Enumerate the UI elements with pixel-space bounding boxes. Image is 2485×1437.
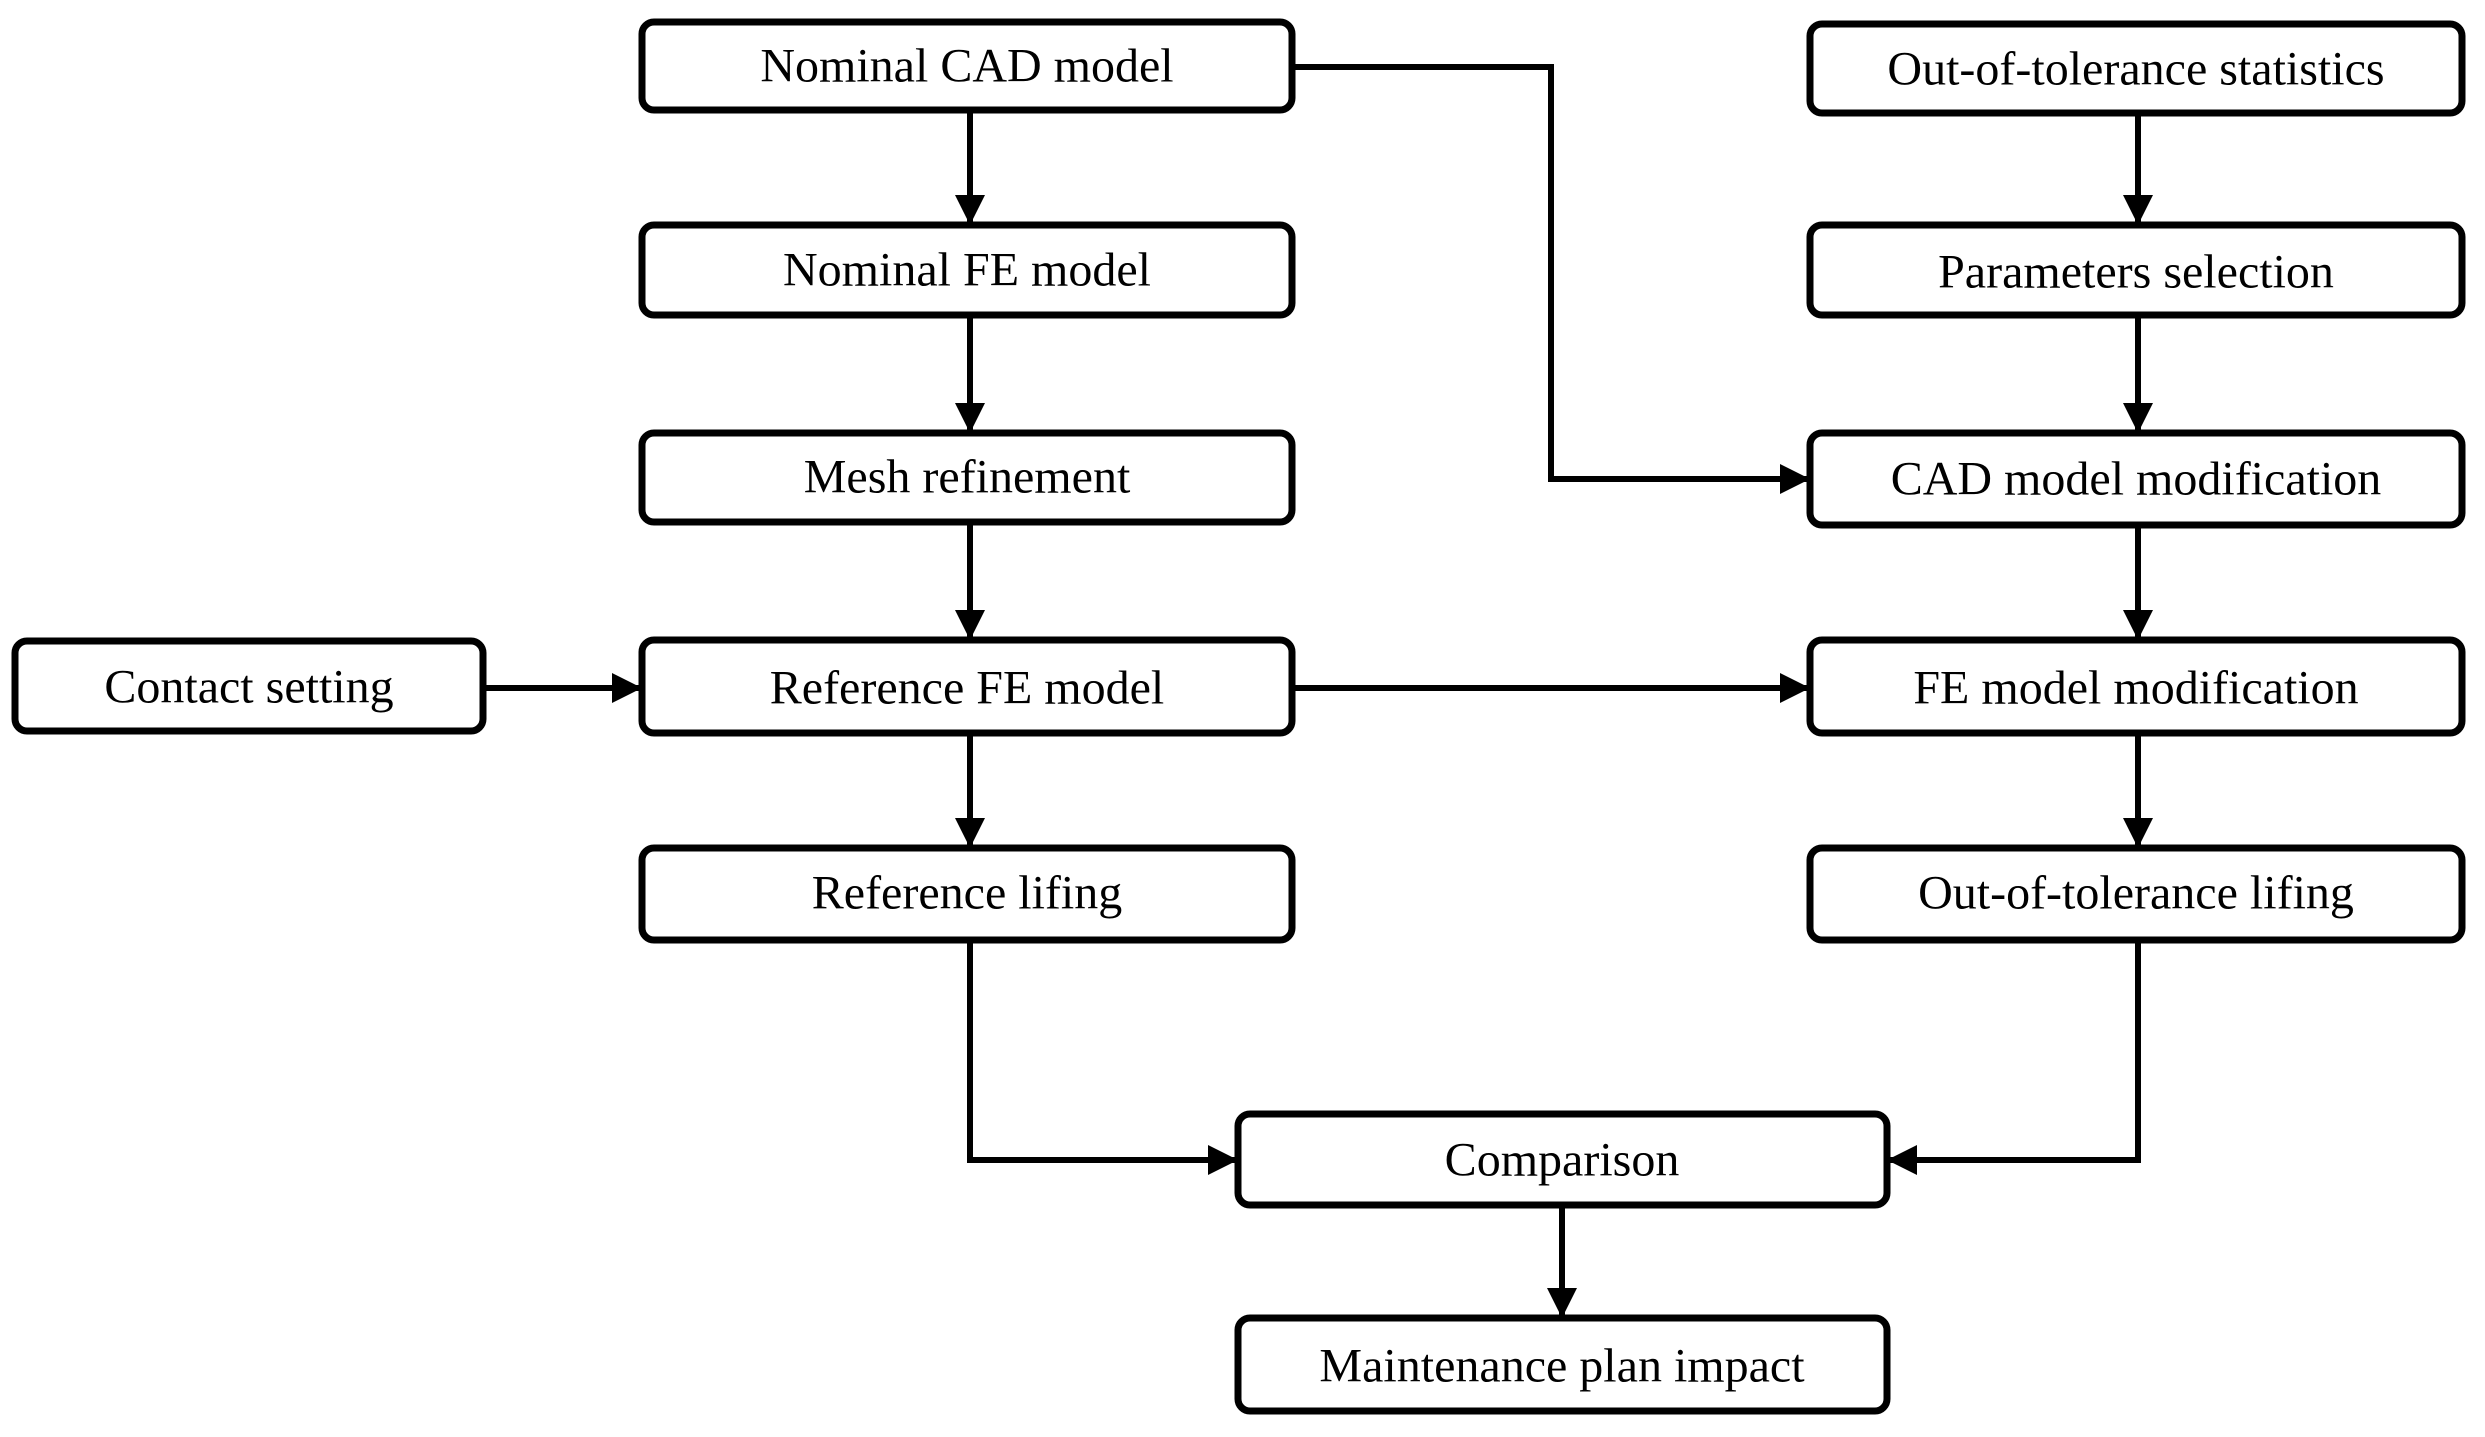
node-parameters-selection: Parameters selection [1806, 221, 2466, 319]
node-label: FE model modification [1913, 662, 2358, 715]
node-fe-model-modification: FE model modification [1806, 636, 2466, 737]
edges [483, 64, 2153, 1318]
node-label: Mesh refinement [804, 451, 1131, 504]
node-label: CAD model modification [1891, 453, 2382, 506]
node-out-of-tolerance-lifing: Out-of-tolerance lifing [1806, 844, 2466, 944]
node-label: Contact setting [104, 661, 393, 714]
node-comparison: Comparison [1234, 1110, 1891, 1209]
node-nominal-fe-model: Nominal FE model [638, 221, 1296, 319]
node-label: Out-of-tolerance statistics [1887, 43, 2384, 96]
node-label: Parameters selection [1938, 246, 2334, 299]
edge-out-of-tolerance-lifing-to-comparison [1887, 940, 2141, 1175]
node-reference-fe-model: Reference FE model [638, 636, 1296, 737]
node-label: Comparison [1445, 1134, 1680, 1187]
edge-reference-lifing-to-comparison [967, 940, 1238, 1175]
node-cad-model-modification: CAD model modification [1806, 429, 2466, 529]
node-label: Nominal CAD model [760, 40, 1173, 93]
node-mesh-refinement: Mesh refinement [638, 429, 1296, 526]
node-reference-lifing: Reference lifing [638, 844, 1296, 944]
node-nominal-cad-model: Nominal CAD model [638, 18, 1296, 114]
node-label: Nominal FE model [783, 244, 1151, 297]
node-label: Maintenance plan impact [1319, 1340, 1805, 1393]
node-out-of-tolerance-statistics: Out-of-tolerance statistics [1806, 20, 2466, 117]
node-label: Out-of-tolerance lifing [1918, 867, 2354, 920]
node-label: Reference FE model [770, 662, 1165, 715]
edge-nominal-cad-to-cad-model-modification [1292, 64, 1810, 494]
node-contact-setting: Contact setting [11, 637, 487, 735]
node-label: Reference lifing [812, 867, 1123, 920]
node-maintenance-plan-impact: Maintenance plan impact [1234, 1314, 1891, 1415]
